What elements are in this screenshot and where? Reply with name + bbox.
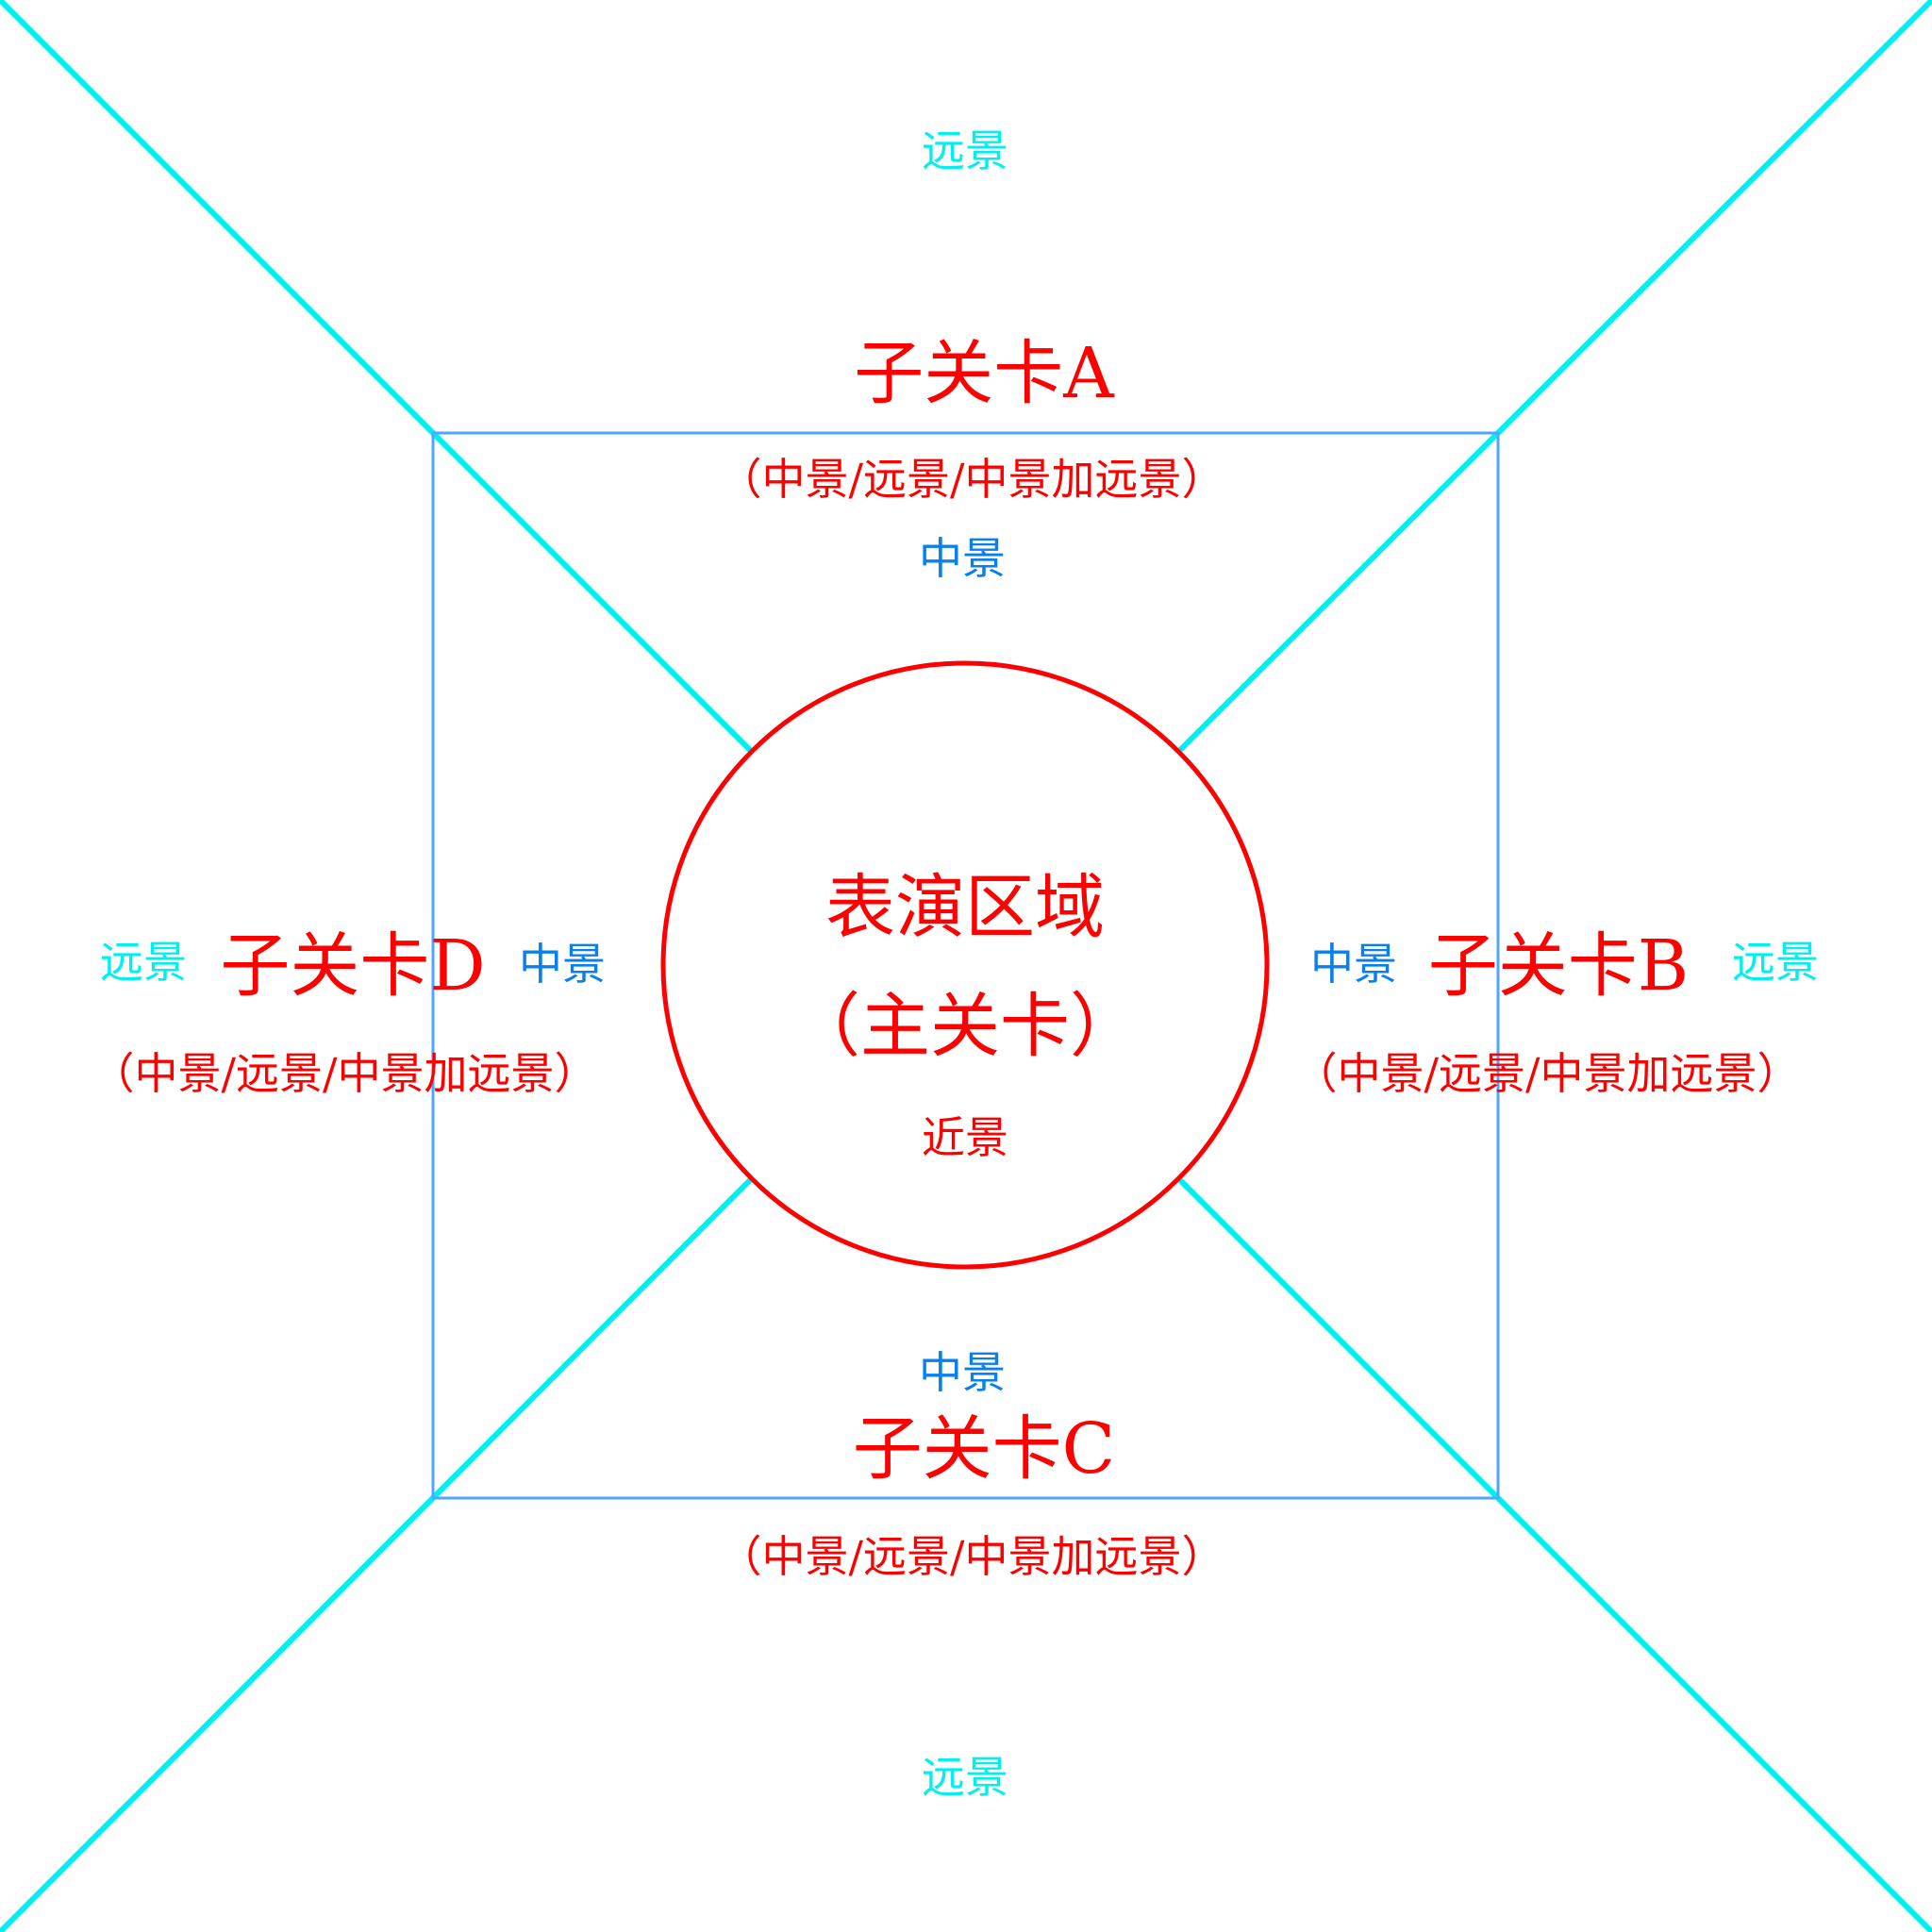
sublevel-a-title: 子关卡A [854, 333, 1114, 414]
sublevel-c-title: 子关卡C [852, 1408, 1116, 1490]
performance-area-circle [660, 660, 1270, 1270]
far-label-bottom: 远景 [922, 1752, 1008, 1803]
sublevel-c-desc: （中景/远景/中景加远景） [718, 1531, 1225, 1582]
sublevel-b-desc: （中景/远景/中景加远景） [1293, 1048, 1801, 1099]
sublevel-b-title: 子关卡B [1427, 925, 1690, 1007]
performance-area-title: 表演区域 [825, 867, 1105, 948]
midground-square [431, 431, 1500, 1500]
far-label-right: 远景 [1732, 937, 1819, 988]
main-level-subtitle: （主关卡） [791, 986, 1140, 1067]
diagonal-top-left [0, 0, 755, 755]
far-label-top: 远景 [922, 125, 1008, 176]
mid-label-left: 中景 [519, 939, 606, 990]
sublevel-d-desc: （中景/远景/中景加远景） [91, 1048, 598, 1099]
near-label: 近景 [922, 1112, 1008, 1163]
sublevel-a-desc: （中景/远景/中景加远景） [718, 454, 1225, 505]
diagonal-bottom-left [0, 1175, 755, 1932]
mid-label-bottom: 中景 [919, 1347, 1006, 1398]
diagonal-bottom-right [1175, 1175, 1932, 1932]
sublevel-d-title: 子关卡D [220, 925, 486, 1007]
diagonal-top-right [1175, 0, 1932, 755]
far-label-left: 远景 [100, 937, 187, 988]
mid-label-top: 中景 [919, 533, 1006, 584]
mid-label-right: 中景 [1310, 939, 1397, 990]
